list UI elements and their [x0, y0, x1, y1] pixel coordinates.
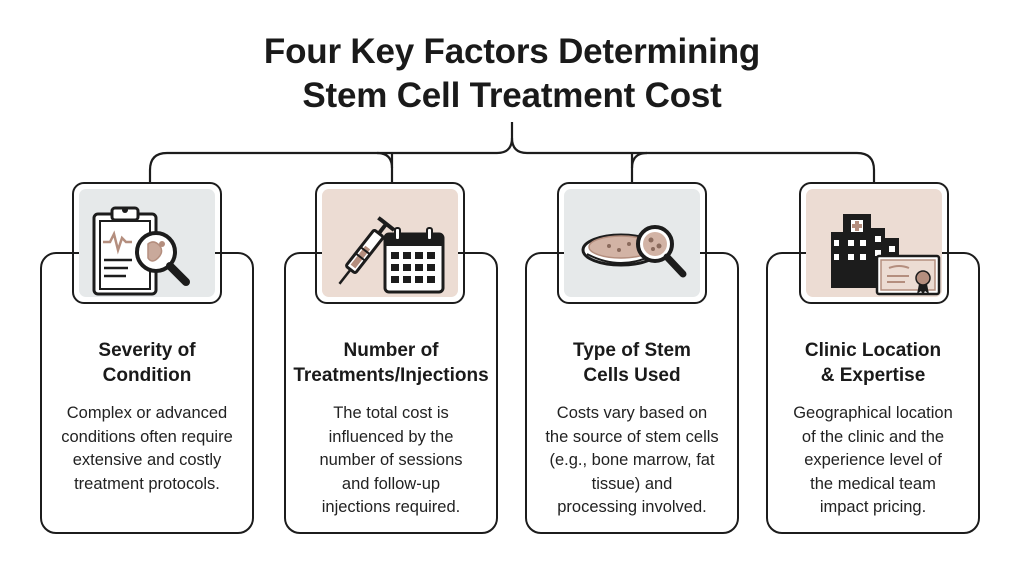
syringe-calendar-icon: [338, 216, 445, 294]
title-line-2: Stem Cell Treatment Cost: [302, 76, 722, 115]
icon-box-treatments: [315, 182, 465, 304]
card-title: Type of Stem Cells Used: [573, 340, 691, 386]
title-line-1: Four Key Factors Determining: [263, 32, 761, 71]
icon-box-severity: [72, 182, 222, 304]
card-description: Costs vary based on the source of stem c…: [545, 404, 719, 516]
card-description: Complex or advanced conditions often req…: [61, 404, 233, 493]
icon-box-location: [799, 182, 949, 304]
page-title: Four Key Factors Determining Stem Cell T…: [0, 30, 1024, 118]
card-title: Number of Treatments/Injections: [293, 340, 489, 386]
card-title: Severity of Condition: [98, 340, 196, 386]
icon-box-cell-type: [557, 182, 707, 304]
hospital-certificate-icon: [831, 214, 941, 296]
bracket-connector: [148, 122, 876, 184]
petri-dish-magnifier-icon: [581, 225, 687, 278]
card-title: Clinic Location & Expertise: [804, 340, 942, 386]
clipboard-magnifier-icon: [92, 206, 190, 296]
card-description: Geographical location of the clinic and …: [793, 404, 953, 516]
card-description: The total cost is influenced by the numb…: [319, 404, 463, 516]
